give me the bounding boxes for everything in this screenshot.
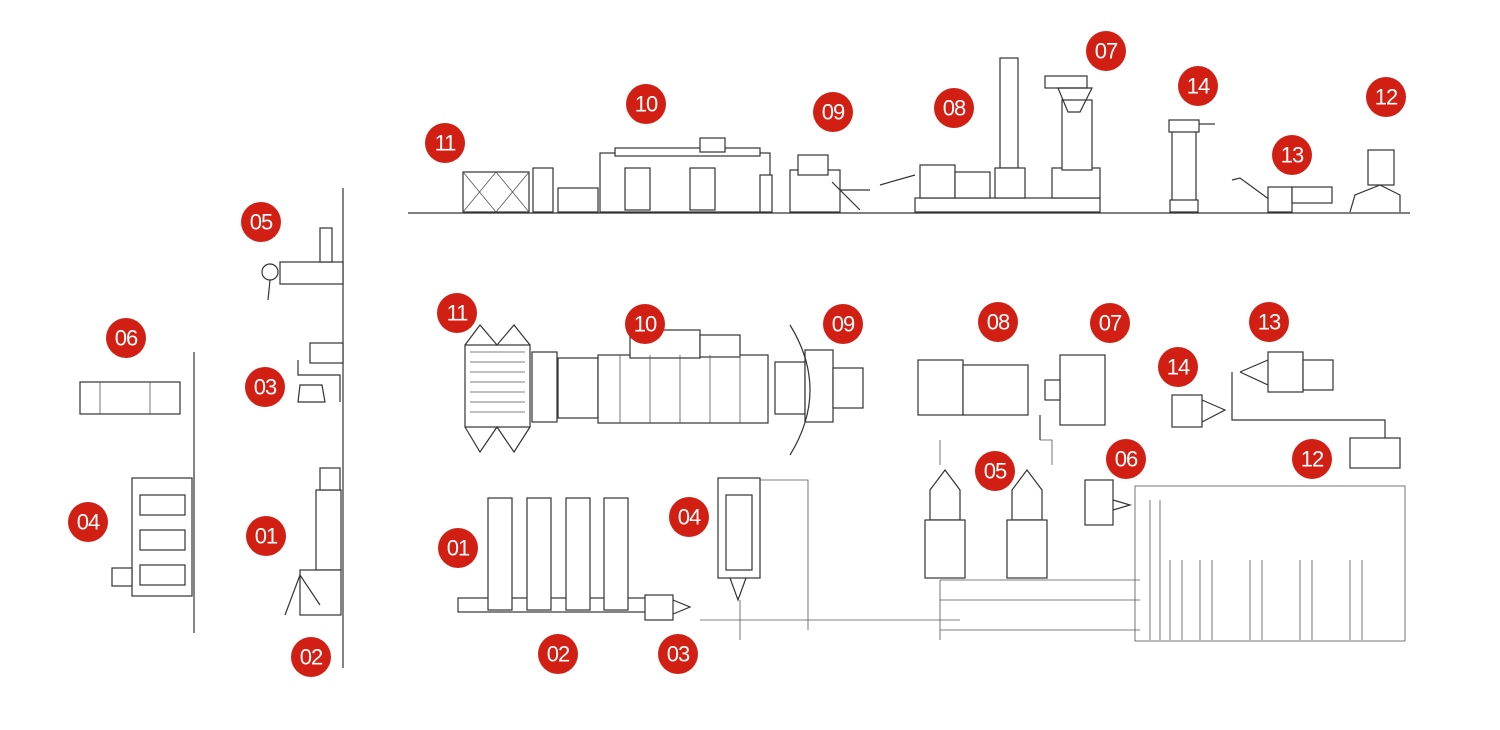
- badge-number: 06: [115, 326, 138, 351]
- label-badge-08-top: 08: [934, 88, 974, 128]
- label-badge-10-plan: 10: [625, 304, 665, 344]
- badge-number: 11: [435, 131, 457, 156]
- silo-array: [1149, 500, 1363, 640]
- elevation-view: [408, 57, 1410, 214]
- label-badge-05-side: 05: [241, 202, 281, 242]
- machine-13-plan: [1239, 351, 1334, 393]
- badge-number: 08: [987, 310, 1010, 335]
- machine-10-elevation: [557, 137, 773, 213]
- machine-10-plan: [557, 329, 769, 424]
- label-badge-09-top: 09: [813, 92, 853, 132]
- machine-05-plan: [924, 469, 1048, 579]
- label-badge-04-plan: 04: [669, 497, 709, 537]
- badge-number: 05: [250, 210, 273, 235]
- machine-07-plan: [1044, 354, 1106, 426]
- label-badge-13-top: 13: [1272, 135, 1312, 175]
- label-badge-07-top: 07: [1086, 31, 1126, 71]
- label-badge-06-side: 06: [106, 318, 146, 358]
- badge-number: 12: [1375, 85, 1398, 110]
- badge-number: 01: [447, 536, 470, 561]
- badge-number: 10: [634, 312, 657, 337]
- plan-view: [457, 324, 1406, 642]
- badge-number: 07: [1095, 39, 1118, 64]
- label-badge-03-side: 03: [245, 367, 285, 407]
- badge-number: 03: [667, 642, 690, 667]
- machine-08-elevation: [879, 57, 1101, 213]
- badge-number: 14: [1187, 74, 1210, 99]
- badge-number: 14: [1167, 355, 1190, 380]
- badge-number: 09: [832, 312, 855, 337]
- badge-number: 05: [984, 459, 1007, 484]
- label-badge-02-plan: 02: [538, 634, 578, 674]
- badge-number: 01: [255, 524, 278, 549]
- label-badge-09-plan: 09: [823, 304, 863, 344]
- badge-number: 08: [943, 96, 966, 121]
- machine-14-plan: [1171, 372, 1386, 438]
- label-badge-04-side: 04: [68, 502, 108, 542]
- badge-number: 07: [1099, 311, 1122, 336]
- label-badge-14-plan: 14: [1158, 347, 1198, 387]
- machine-05-side: [261, 227, 344, 301]
- machine-07-elevation: [1044, 75, 1101, 199]
- badge-number: 13: [1281, 143, 1304, 168]
- badge-number: 13: [1258, 310, 1281, 335]
- label-badge-11-top: 11: [425, 123, 465, 163]
- machine-12-elevation: [1349, 149, 1401, 213]
- label-badge-14-top: 14: [1178, 66, 1218, 106]
- piping: [700, 439, 1406, 642]
- label-badge-05-plan: 05: [975, 451, 1015, 491]
- machine-09-plan: [774, 324, 864, 456]
- badge-number: 09: [822, 100, 845, 125]
- machine-04-side: [111, 477, 193, 597]
- label-badge-10-top: 10: [626, 84, 666, 124]
- machine-06-side: [79, 381, 181, 415]
- machine-06-plan: [1084, 479, 1133, 526]
- label-badge-02-side: 02: [291, 637, 331, 677]
- machine-11-plan: [464, 324, 558, 454]
- machine-04-plan: [717, 477, 761, 602]
- label-badge-12-plan: 12: [1292, 439, 1332, 479]
- badge-number: 04: [678, 505, 701, 530]
- machine-09-elevation: [789, 154, 870, 213]
- side-view: [79, 188, 344, 668]
- badge-number: 04: [77, 510, 100, 535]
- machine-03-side: [297, 342, 344, 403]
- machine-11-elevation: [462, 167, 554, 213]
- machine-12-plan: [1349, 437, 1401, 469]
- badge-number: 02: [547, 642, 570, 667]
- badge-number: 02: [300, 645, 323, 670]
- label-badge-03-plan: 03: [658, 634, 698, 674]
- badge-number: 11: [447, 301, 469, 326]
- label-badge-07-plan: 07: [1090, 303, 1130, 343]
- machine-14-elevation: [1168, 119, 1215, 213]
- label-badge-12-top: 12: [1366, 77, 1406, 117]
- label-badge-01-side: 01: [246, 516, 286, 556]
- label-badge-01-plan: 01: [438, 528, 478, 568]
- badge-number: 06: [1115, 447, 1138, 472]
- badges: 11 10 09 08 07 14 13 12 05 06 03 04 01 0…: [68, 31, 1406, 677]
- label-badge-11-plan: 11: [437, 293, 477, 333]
- label-badge-06-plan: 06: [1106, 439, 1146, 479]
- badge-number: 03: [254, 375, 277, 400]
- label-badge-08-plan: 08: [978, 302, 1018, 342]
- machine-08-plan: [917, 359, 1041, 440]
- badge-number: 10: [635, 92, 658, 117]
- badge-number: 12: [1301, 447, 1324, 472]
- machine-13-elevation: [1231, 177, 1333, 213]
- machine-01-02-03-plan: [457, 497, 692, 621]
- machine-01-02-side: [284, 467, 342, 616]
- label-badge-13-plan: 13: [1249, 302, 1289, 342]
